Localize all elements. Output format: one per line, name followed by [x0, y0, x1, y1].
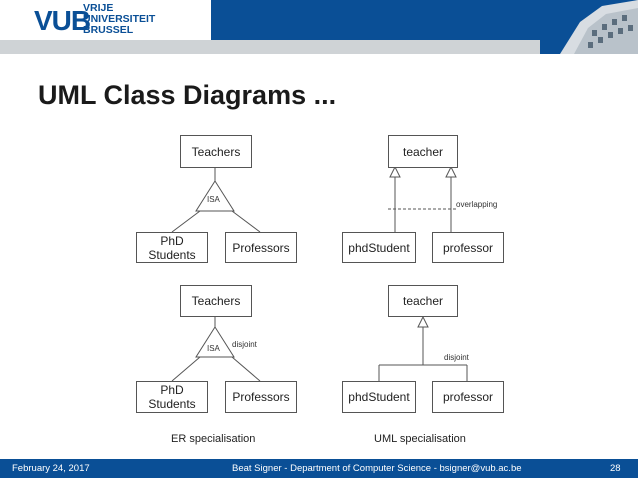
- uml-specialisation-caption: UML specialisation: [374, 433, 466, 445]
- footer: February 24, 2017 Beat Signer - Departme…: [0, 459, 638, 478]
- vub-logo-line1: VRIJE: [83, 2, 114, 14]
- er-bottom-parent-entity: Teachers: [180, 285, 252, 317]
- er-bottom-child2-entity: Professors: [225, 381, 297, 413]
- uml-top-parent-class: teacher: [388, 135, 458, 168]
- footer-author: Beat Signer - Department of Computer Sci…: [232, 463, 522, 474]
- vub-logo-line3: BRUSSEL: [83, 24, 134, 36]
- diagram-connectors: [171, 165, 468, 382]
- er-top-isa-label: ISA: [207, 195, 220, 204]
- uml-bottom-child2-class: professor: [432, 381, 504, 413]
- uml-bottom-disjoint-label: disjoint: [444, 353, 469, 362]
- footer-date: February 24, 2017: [12, 463, 90, 474]
- footer-page-number: 28: [610, 463, 621, 474]
- vub-logo-text: VRIJE UNIVERSITEIT BRUSSEL: [83, 3, 155, 36]
- uml-bottom-parent-class: teacher: [388, 285, 458, 317]
- er-bottom-child1-entity: PhD Students: [136, 381, 208, 413]
- uml-top-child1-class: phdStudent: [342, 232, 416, 263]
- er-top-parent-entity: Teachers: [180, 135, 252, 168]
- page-title: UML Class Diagrams ...: [38, 80, 337, 110]
- building-image: [540, 0, 638, 54]
- er-top-child2-entity: Professors: [225, 232, 297, 263]
- vub-logo-mark: VUB: [34, 5, 91, 36]
- header-grey-band: [0, 40, 638, 54]
- er-bottom-disjoint-label: disjoint: [232, 340, 257, 349]
- er-top-child1-entity: PhD Students: [136, 232, 208, 263]
- er-specialisation-caption: ER specialisation: [171, 433, 256, 445]
- uml-top-child2-class: professor: [432, 232, 504, 263]
- vub-logo: [30, 0, 211, 40]
- uml-bottom-child1-class: phdStudent: [342, 381, 416, 413]
- uml-top-overlapping-label: overlapping: [456, 200, 498, 209]
- vub-logo-line2: UNIVERSITEIT: [83, 13, 156, 25]
- er-bottom-isa-label: ISA: [207, 344, 220, 353]
